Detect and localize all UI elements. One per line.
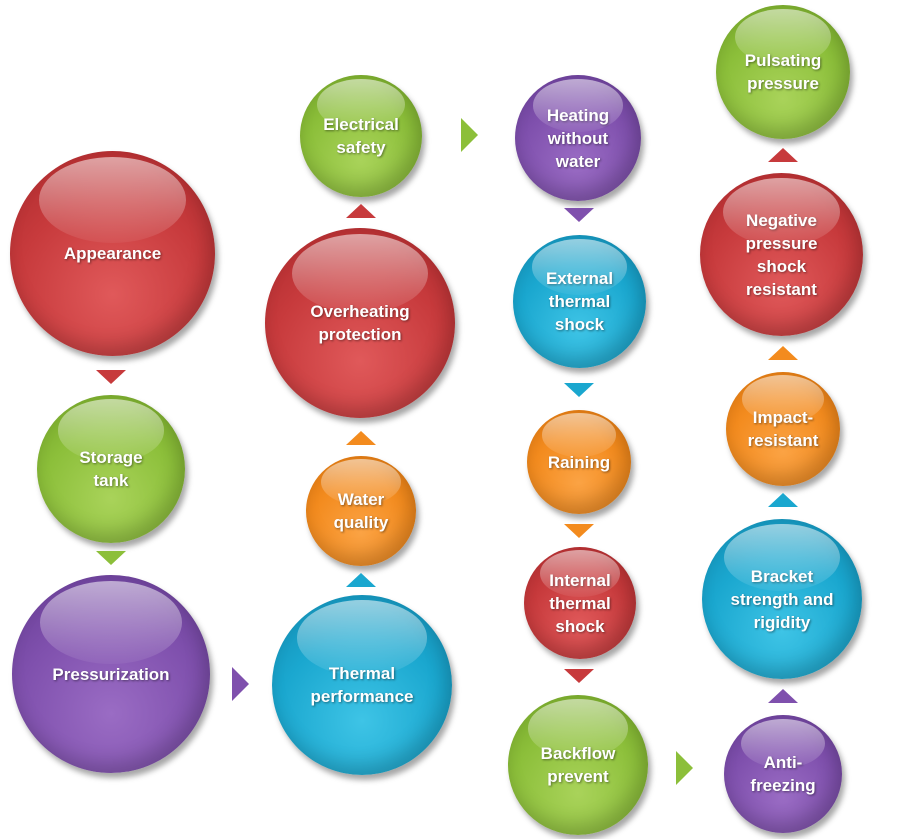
node-water-quality: Water quality — [306, 456, 416, 566]
node-internal-thermal-shock: Internal thermal shock — [524, 547, 636, 659]
node-thermal-performance: Thermal performance — [272, 595, 452, 775]
connector-up-arrow — [768, 148, 798, 162]
connector-up-arrow — [346, 431, 376, 445]
node-bracket-strength-and-rigidity: Bracket strength and rigidity — [702, 519, 862, 679]
node-backflow-prevent: Backflow prevent — [508, 695, 648, 835]
node-negative-pressure-shock-resistant: Negative pressure shock resistant — [700, 173, 863, 336]
node-storage-tank: Storage tank — [37, 395, 185, 543]
connector-down-arrow — [96, 370, 126, 384]
node-appearance: Appearance — [10, 151, 215, 356]
connector-right-arrow — [461, 118, 478, 152]
connector-up-arrow — [768, 493, 798, 507]
node-pressurization: Pressurization — [12, 575, 210, 773]
node-electrical-safety: Electrical safety — [300, 75, 422, 197]
connector-up-arrow — [768, 346, 798, 360]
connector-down-arrow — [564, 383, 594, 397]
node-overheating-protection: Overheating protection — [265, 228, 455, 418]
connector-down-arrow — [96, 551, 126, 565]
node-anti-freezing: Anti- freezing — [724, 715, 842, 833]
connector-down-arrow — [564, 524, 594, 538]
node-raining: Raining — [527, 410, 631, 514]
node-external-thermal-shock: External thermal shock — [513, 235, 646, 368]
node-heating-without-water: Heating without water — [515, 75, 641, 201]
connector-up-arrow — [346, 573, 376, 587]
node-impact-resistant: Impact- resistant — [726, 372, 840, 486]
connector-down-arrow — [564, 669, 594, 683]
connector-up-arrow — [346, 204, 376, 218]
node-pulsating-pressure: Pulsating pressure — [716, 5, 850, 139]
connector-up-arrow — [768, 689, 798, 703]
connector-down-arrow — [564, 208, 594, 222]
connector-right-arrow — [676, 751, 693, 785]
connector-right-arrow — [232, 667, 249, 701]
